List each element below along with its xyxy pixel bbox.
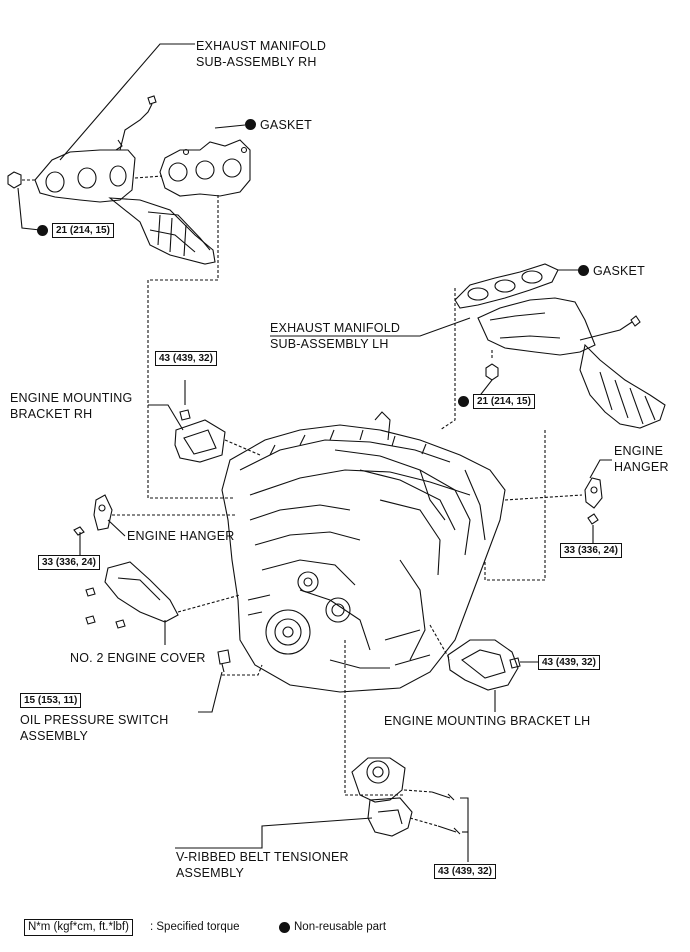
label-gasket-lh: GASKET <box>593 264 645 278</box>
label-exhaust-manifold-lh-line2: SUB-ASSEMBLY LH <box>270 337 389 351</box>
label-gasket-rh: GASKET <box>260 118 312 132</box>
engine-block-icon <box>221 411 506 693</box>
label-engine-hanger-rh: ENGINE HANGER <box>127 529 235 543</box>
exhaust-manifold-lh-icon <box>477 297 666 429</box>
label-exhaust-manifold-rh-line2: SUB-ASSEMBLY RH <box>196 55 317 69</box>
non-reusable-dot-icon <box>458 396 469 407</box>
label-oil-switch-line2: ASSEMBLY <box>20 729 89 743</box>
engine-cover-icon <box>104 561 179 623</box>
label-engine-cover: NO. 2 ENGINE COVER <box>70 651 206 665</box>
torque-manifold-rh: 21 (214, 15) <box>52 223 114 238</box>
torque-hanger-lh: 33 (336, 24) <box>560 543 622 558</box>
torque-mount-lh: 43 (439, 32) <box>538 655 600 670</box>
belt-tensioner-icon <box>351 757 413 837</box>
label-mounting-bracket-lh: ENGINE MOUNTING BRACKET LH <box>384 714 591 728</box>
exhaust-manifold-rh-icon <box>34 95 216 265</box>
non-reusable-dot-icon <box>279 922 290 933</box>
gasket-rh-icon <box>159 139 251 197</box>
non-reusable-dot-icon <box>578 265 589 276</box>
non-reusable-dot-icon <box>245 119 256 130</box>
engine-hanger-rh-icon <box>93 494 113 531</box>
torque-manifold-lh: 21 (214, 15) <box>473 394 535 409</box>
label-tensioner-line2: ASSEMBLY <box>176 866 245 880</box>
label-engine-hanger-lh-line2: HANGER <box>614 460 669 474</box>
mounting-bracket-rh-icon <box>174 409 226 463</box>
label-exhaust-manifold-lh-line1: EXHAUST MANIFOLD <box>270 321 401 335</box>
torque-mount-rh: 43 (439, 32) <box>155 351 217 366</box>
legend-torque-desc: : Specified torque <box>150 921 240 933</box>
label-engine-hanger-lh-line1: ENGINE <box>614 444 664 458</box>
engine-hanger-lh-icon <box>584 477 603 509</box>
legend-nonreusable: Non-reusable part <box>294 921 387 933</box>
gasket-lh-icon <box>454 263 559 309</box>
label-oil-switch-line1: OIL PRESSURE SWITCH <box>20 713 169 727</box>
oil-pressure-switch-icon <box>217 649 231 673</box>
torque-hanger-rh: 33 (336, 24) <box>38 555 100 570</box>
mounting-bracket-lh-icon <box>447 639 521 691</box>
legend-torque-unit: N*m (kgf*cm, ft.*lbf) <box>24 919 133 936</box>
non-reusable-dot-icon <box>37 225 48 236</box>
label-mounting-bracket-rh-line2: BRACKET RH <box>10 407 93 421</box>
label-exhaust-manifold-rh-line1: EXHAUST MANIFOLD <box>196 39 327 53</box>
label-mounting-bracket-rh-line1: ENGINE MOUNTING <box>10 391 133 405</box>
label-tensioner-line1: V-RIBBED BELT TENSIONER <box>176 850 349 864</box>
torque-oil-switch: 15 (153, 11) <box>20 693 82 708</box>
torque-tensioner: 43 (439, 32) <box>434 864 496 879</box>
